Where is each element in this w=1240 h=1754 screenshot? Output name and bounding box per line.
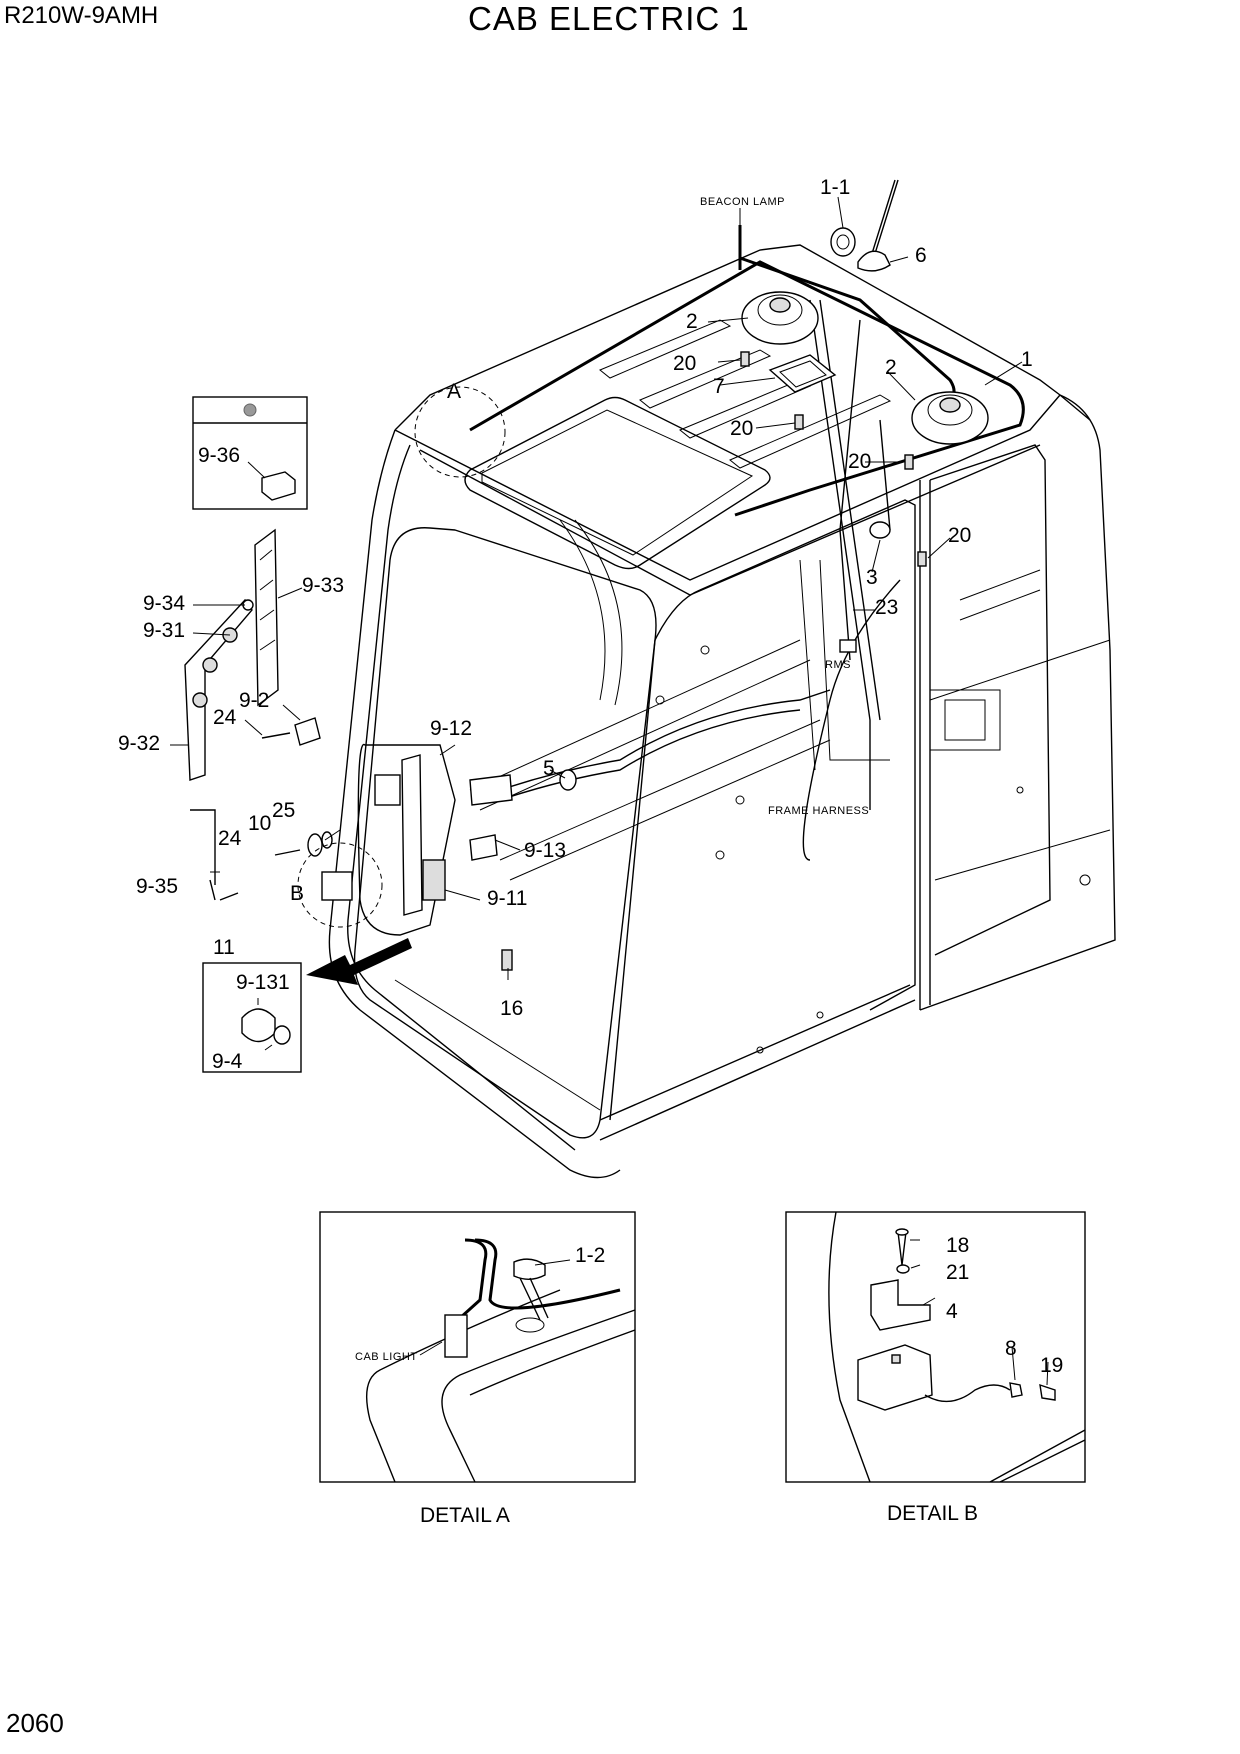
callout-20-d: 20	[948, 524, 971, 547]
detail-b-switch-body	[321, 871, 353, 901]
detail-b-caption: DETAIL B	[887, 1502, 978, 1525]
left-side-parts	[184, 528, 577, 985]
detail-b-marker-label: B	[290, 882, 304, 905]
callout-9-32: 9-32	[118, 732, 160, 755]
detail-a-marker-label: A	[447, 380, 461, 403]
model-number: R210W-9AMH	[4, 2, 159, 29]
leader-lines	[170, 196, 1023, 980]
callout-19: 19	[1040, 1354, 1063, 1377]
callout-9-13: 9-13	[524, 839, 566, 862]
callout-11: 11	[213, 936, 235, 959]
callout-20-c: 20	[848, 450, 871, 473]
callout-9-36: 9-36	[198, 444, 240, 467]
callout-2-left: 2	[686, 310, 698, 333]
callout-24-b: 24	[218, 827, 242, 850]
inset-9-131	[202, 962, 302, 1073]
callout-9-35: 9-35	[136, 875, 178, 898]
callout-5: 5	[543, 757, 555, 780]
tag-beacon-lamp: BEACON LAMP	[700, 196, 785, 208]
callout-9-4: 9-4	[212, 1050, 243, 1073]
callout-9-11: 9-11	[487, 887, 527, 910]
detail-a	[319, 1211, 636, 1483]
callout-9-2: 9-2	[239, 689, 269, 712]
callout-1: 1	[1021, 348, 1033, 371]
callout-3: 3	[866, 566, 878, 589]
tag-frame-harness: FRAME HARNESS	[768, 805, 869, 817]
detail-a-marker-circle	[414, 386, 506, 478]
callout-21: 21	[946, 1261, 969, 1284]
wiring-harness	[469, 225, 1025, 861]
callout-23: 23	[875, 596, 898, 619]
roof-components	[740, 179, 989, 653]
callout-10: 10	[248, 812, 271, 835]
callout-9-33: 9-33	[302, 574, 344, 597]
detail-a-caption: DETAIL A	[420, 1504, 510, 1527]
callout-1-1: 1-1	[820, 176, 850, 199]
tag-rms: RMS	[825, 659, 851, 671]
callout-4: 4	[946, 1300, 958, 1323]
callout-16: 16	[500, 997, 523, 1020]
page-number: 2060	[6, 1708, 64, 1738]
detail-b	[785, 1211, 1086, 1483]
callout-8: 8	[1005, 1337, 1017, 1360]
callout-9-31: 9-31	[143, 619, 185, 642]
callout-18: 18	[946, 1234, 969, 1257]
inset-9-36	[192, 396, 308, 510]
callout-25: 25	[272, 799, 295, 822]
cab-frame	[328, 244, 1116, 1179]
callout-24-a: 24	[213, 706, 237, 729]
frame-bolts	[655, 645, 1091, 1054]
callout-9-12: 9-12	[430, 717, 472, 740]
callout-20-b: 20	[730, 417, 753, 440]
page-title: CAB ELECTRIC 1	[468, 0, 750, 37]
callout-9-34: 9-34	[143, 592, 185, 615]
callout-2-right: 2	[885, 356, 897, 379]
callout-9-131: 9-131	[236, 971, 290, 994]
tag-cab-light: CAB LIGHT	[355, 1351, 418, 1363]
callout-1-2: 1-2	[575, 1244, 605, 1267]
callout-20-a: 20	[673, 352, 696, 375]
callout-7: 7	[713, 375, 725, 398]
callout-6: 6	[915, 244, 927, 267]
detail-b-marker-circle	[297, 842, 383, 928]
callouts: 1-1 6 2 20 1 2 7 20 20 20 3 23 9-36 9-33…	[118, 176, 1063, 1377]
